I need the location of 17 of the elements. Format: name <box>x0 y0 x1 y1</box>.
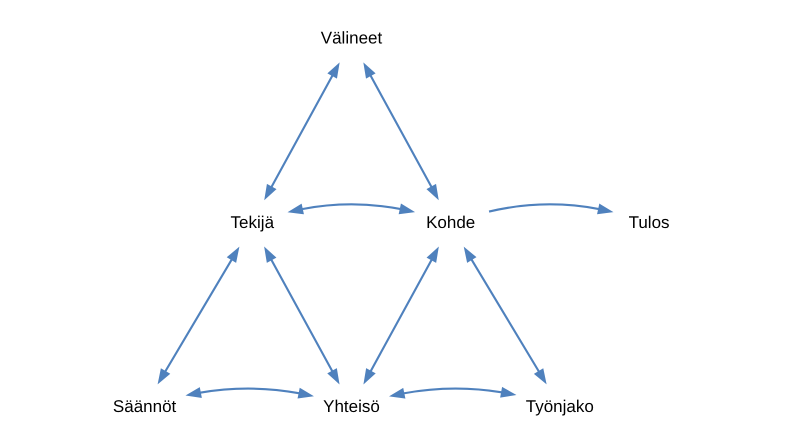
arrow <box>158 246 240 384</box>
arrow <box>264 246 340 384</box>
arrow <box>363 62 439 200</box>
node-text: Kohde <box>426 212 476 232</box>
arrow <box>288 203 416 214</box>
node-text: Työnjako <box>526 397 594 416</box>
arrow <box>185 387 314 398</box>
node-text: Tulos <box>628 212 670 232</box>
node-text: Tekijä <box>230 212 274 232</box>
arrow <box>464 246 547 384</box>
node-text: Säännöt <box>112 397 176 416</box>
arrow <box>389 386 516 399</box>
arrow <box>363 246 439 384</box>
node-text: Välineet <box>320 28 382 48</box>
arrow <box>264 62 340 200</box>
node-text: Yhteisö <box>323 397 380 416</box>
arrow <box>488 203 614 214</box>
